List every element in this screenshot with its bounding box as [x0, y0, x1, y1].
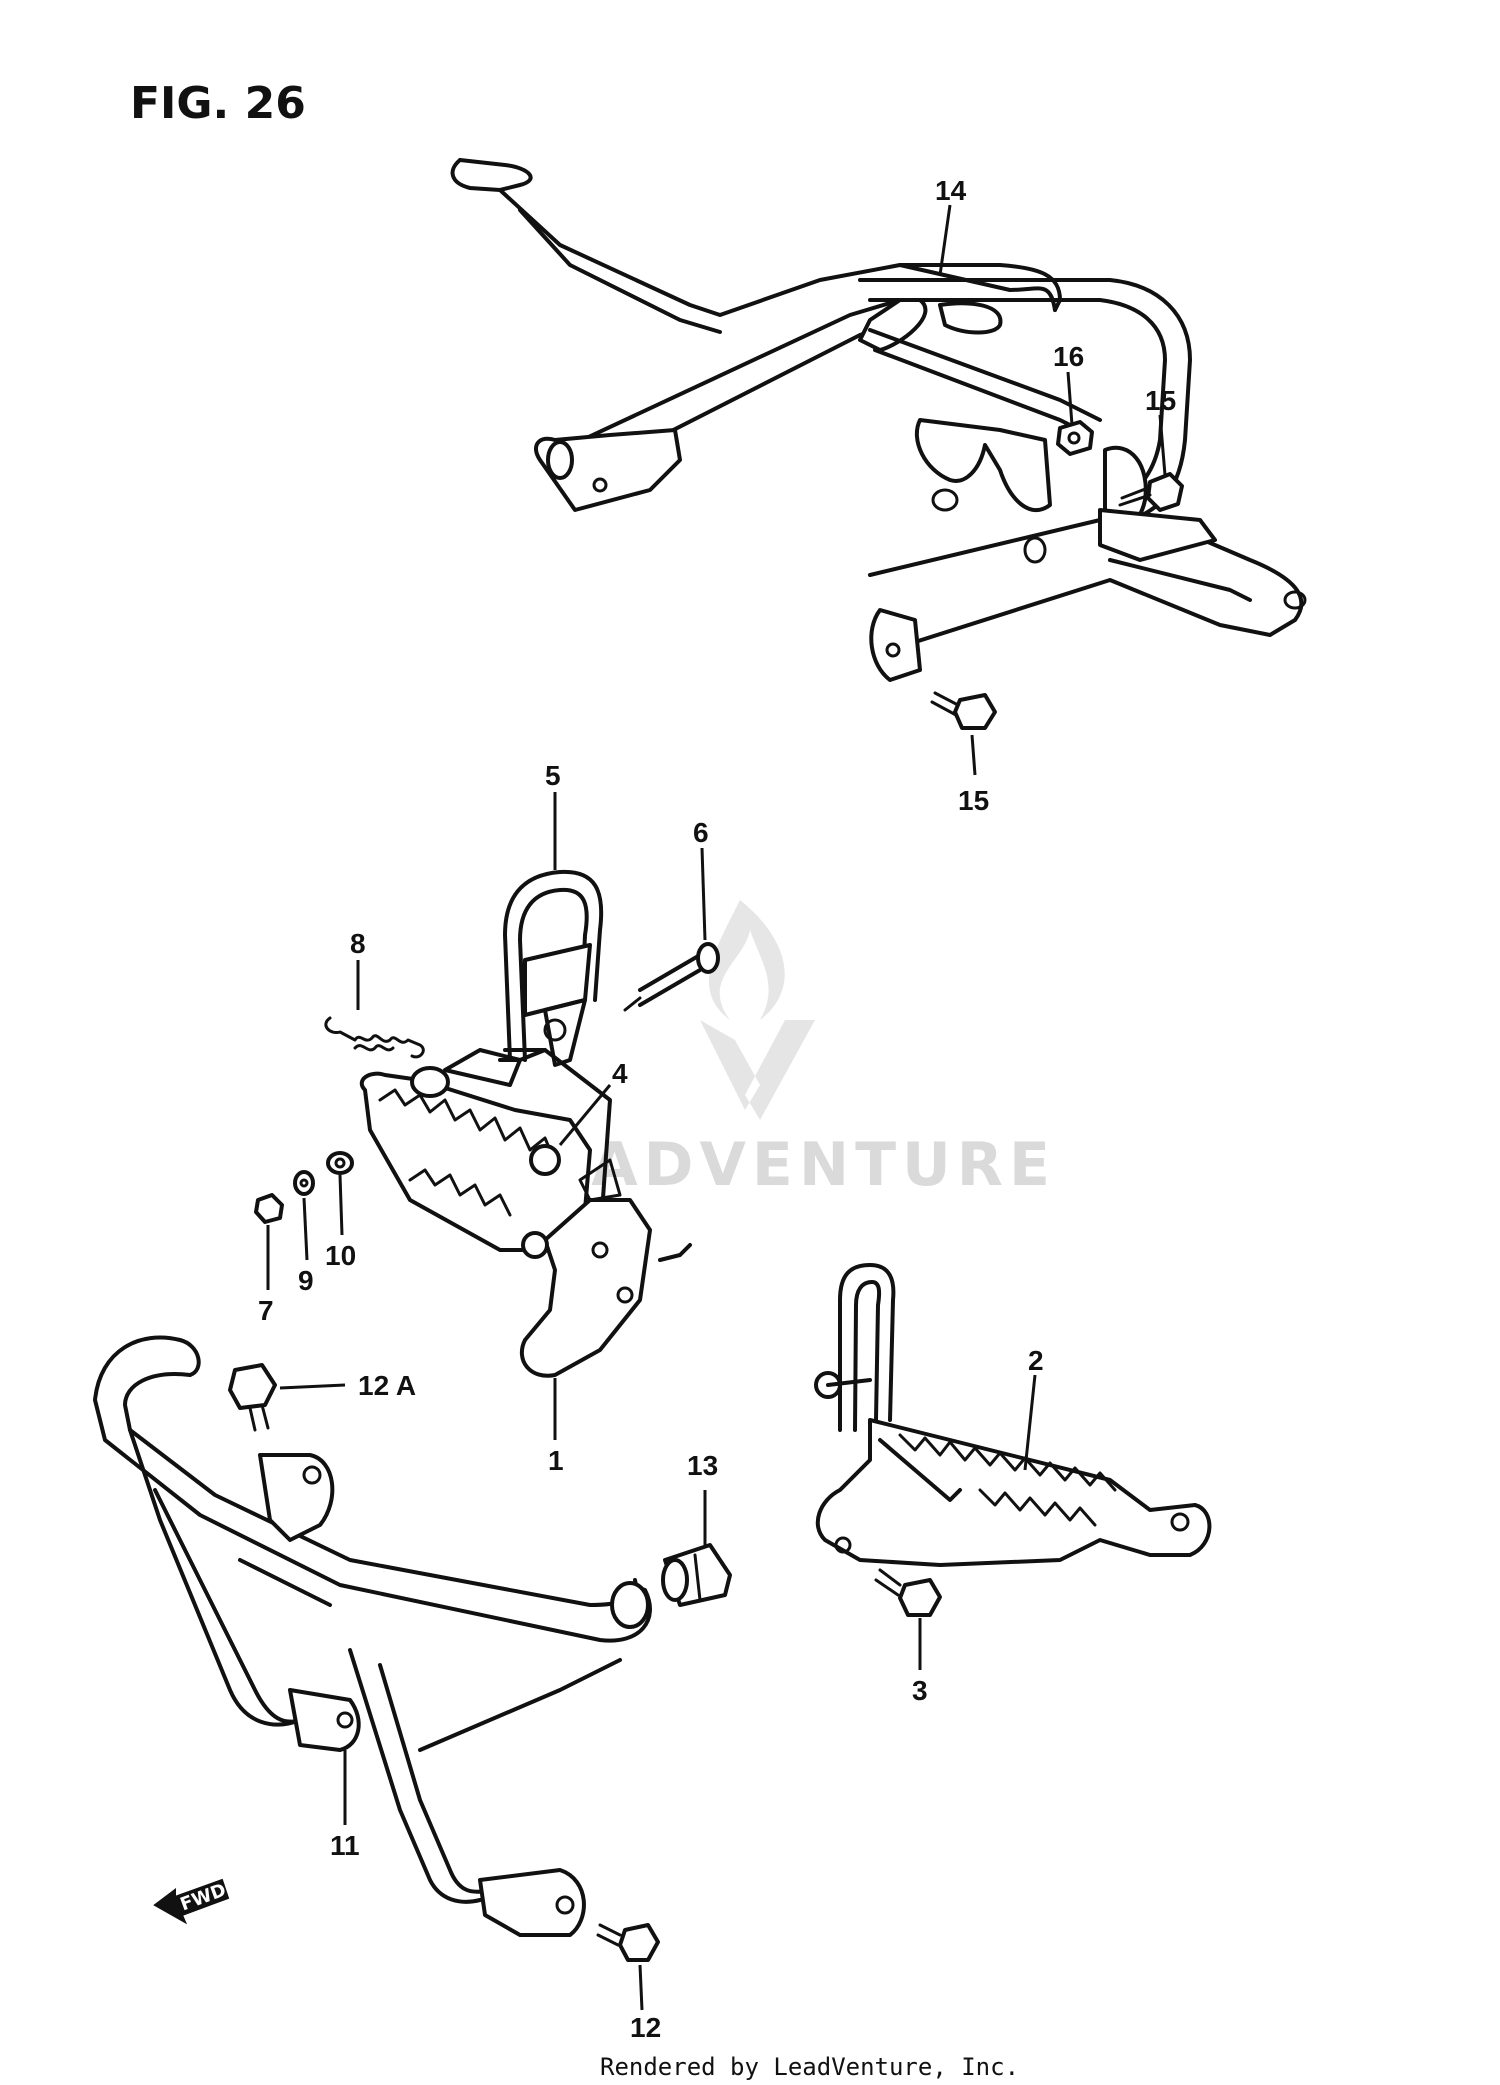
callout-15-upper: 15	[1145, 385, 1176, 416]
part-2-right-footrest	[814, 1263, 1212, 1567]
part-11-front-guard	[93, 1335, 652, 1937]
part-12a-bolt	[228, 1363, 277, 1432]
callout-16: 16	[1053, 341, 1084, 372]
forward-direction-arrow-icon: FWD	[153, 1878, 230, 1925]
part-14-rear-frame	[450, 158, 1307, 682]
part-15-lower-bolt	[930, 691, 997, 730]
part-10-washer	[326, 1151, 354, 1175]
part-7-nut	[254, 1193, 284, 1224]
figure-title: FIG. 26	[130, 78, 306, 129]
callout-9: 9	[298, 1265, 314, 1296]
part-16-nut	[1056, 420, 1094, 456]
footer-credit: Rendered by LeadVenture, Inc.	[600, 2053, 1019, 2081]
callout-10: 10	[325, 1240, 356, 1271]
callout-5: 5	[545, 760, 561, 791]
part-1-footrest-assembly	[359, 1048, 692, 1378]
leader-lines	[266, 204, 1167, 2011]
callout-11: 11	[330, 1830, 360, 1861]
part-3-bolt	[874, 1568, 942, 1617]
watermark-text: LEADVENTURE	[500, 1130, 1056, 1200]
watermark: LEADVENTURE	[500, 900, 1056, 1200]
part-6-pin	[623, 942, 720, 1012]
callout-15-lower: 15	[958, 785, 989, 816]
forward-direction-label: FWD	[177, 1880, 228, 1916]
callout-12a: 12 A	[358, 1370, 416, 1401]
callout-1: 1	[548, 1445, 564, 1476]
part-8-spring	[324, 1016, 425, 1059]
part-9-washer	[293, 1170, 315, 1196]
callout-12: 12	[630, 2012, 661, 2043]
callout-14: 14	[935, 175, 967, 206]
callout-3: 3	[912, 1675, 928, 1706]
callout-4: 4	[612, 1058, 628, 1089]
callout-7: 7	[258, 1295, 274, 1326]
callout-13: 13	[687, 1450, 718, 1481]
watermark-flame-icon	[708, 900, 785, 1020]
part-15-upper-bolt	[1118, 472, 1184, 512]
callout-labels: 14 16 15 15 5 6 8 4 7 9 10 12 A 1 13 2 3…	[258, 175, 1176, 2043]
callout-8: 8	[350, 928, 366, 959]
callout-2: 2	[1028, 1345, 1044, 1376]
part-5-footrest-bracket	[498, 869, 604, 1067]
part-13-end-cap	[661, 1543, 732, 1607]
watermark-v-mark-icon	[700, 1020, 815, 1120]
part-12-bolt	[596, 1923, 660, 1962]
callout-6: 6	[693, 817, 709, 848]
